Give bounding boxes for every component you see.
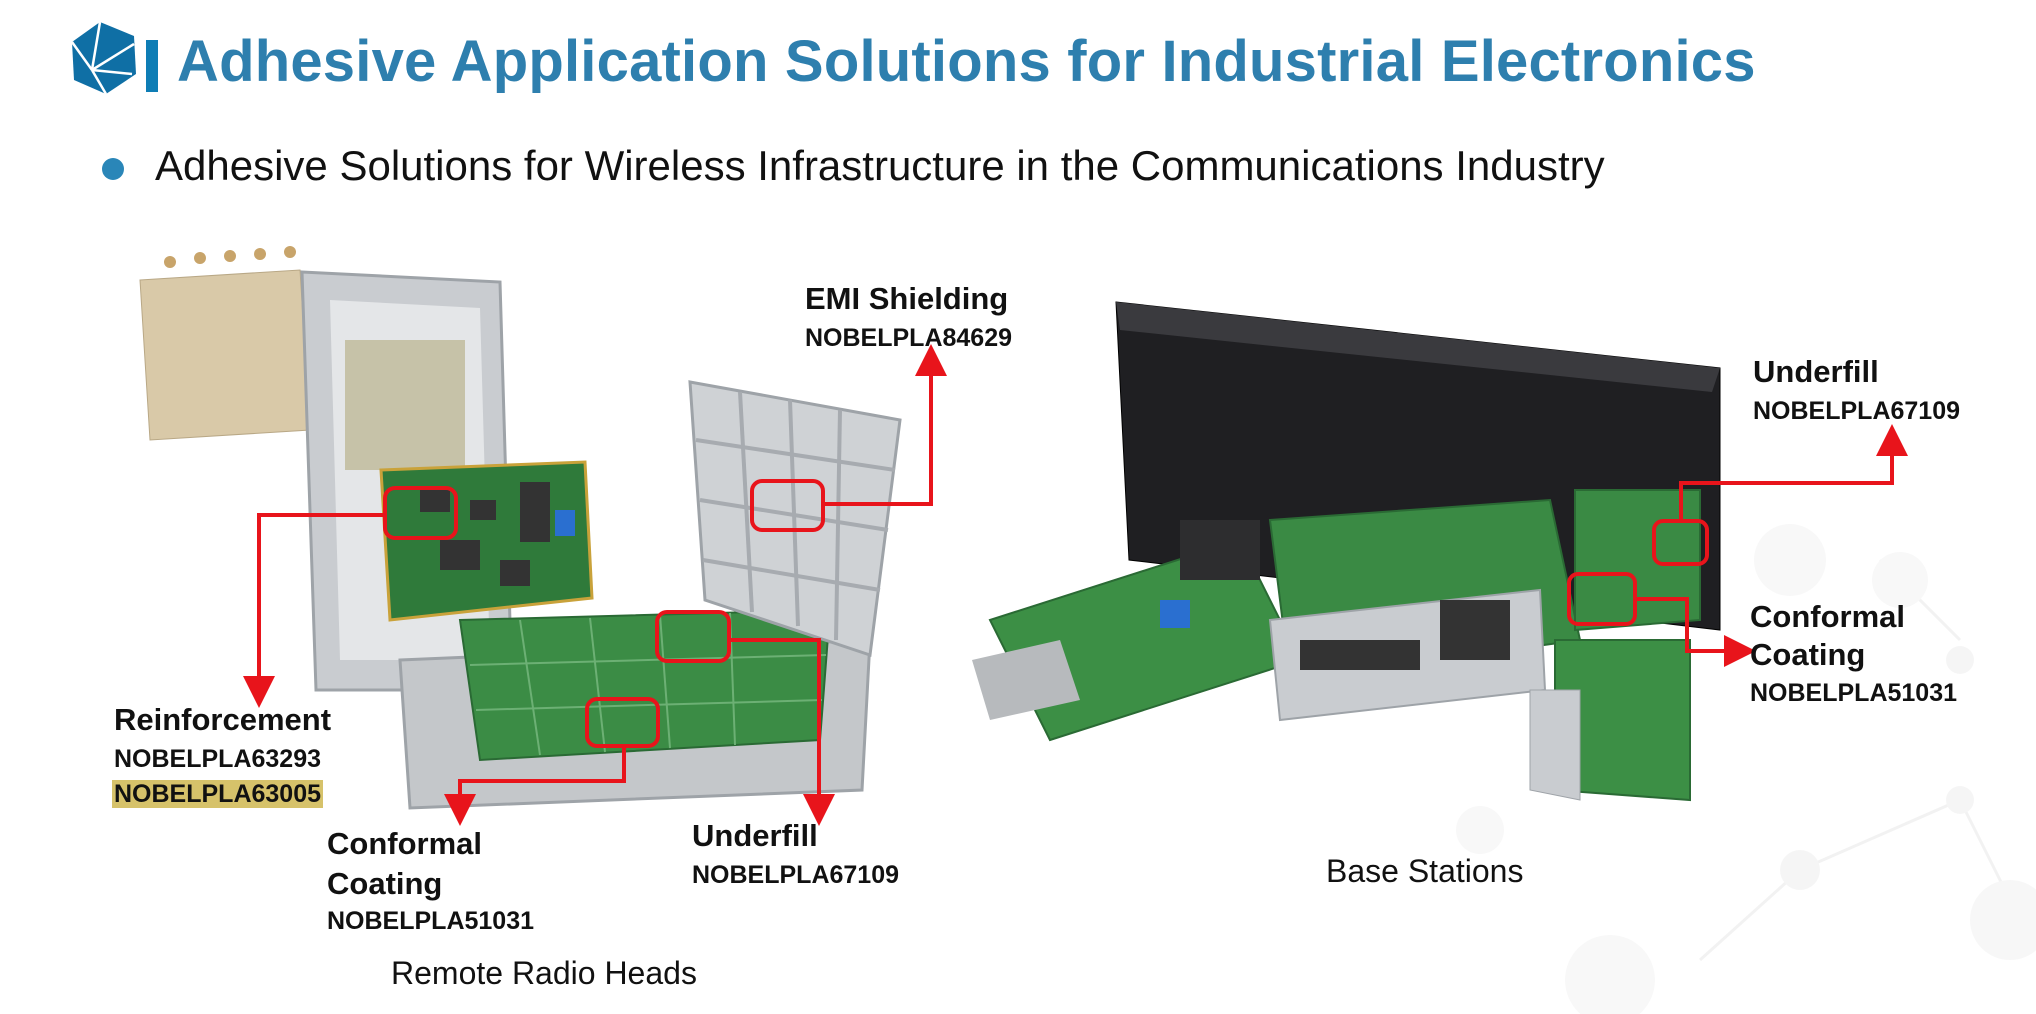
conformal-code: NOBELPLA51031 [327,907,535,935]
page-subtitle: Adhesive Solutions for Wireless Infrastr… [155,142,1605,189]
bs-conformal-label-line2: Coating [1750,637,1866,672]
bs-underfill-arrow [1679,424,1908,521]
base-station-image [972,301,1721,802]
bullet-icon [102,158,124,180]
title-divider-bar [146,40,158,92]
hexagon-logo-icon [70,21,136,95]
base-stations-caption: Base Stations [1326,853,1524,889]
conformal-label-line2: Coating [327,866,443,901]
reinforcement-label: Reinforcement [114,702,332,737]
reinforcement-code-2-highlighted: NOBELPLA63005 [112,780,324,808]
conformal-arrow [444,746,626,826]
molecule-background-decoration [1456,524,2036,1014]
underfill-code: NOBELPLA67109 [692,861,900,889]
reinforcement-code-2-wrap: NOBELPLA63005 [112,778,324,810]
underfill-arrow [729,638,835,826]
bs-underfill-code: NOBELPLA67109 [1753,397,1961,425]
reinforcement-arrow [243,513,385,708]
remote-radio-head-image [139,246,902,810]
emi-arrow [823,344,947,506]
bs-conformal-code: NOBELPLA51031 [1750,679,1958,707]
conformal-label-line1: Conformal [327,826,482,861]
bs-underfill-label: Underfill [1753,354,1879,389]
reinforcement-code-1: NOBELPLA63293 [114,745,322,773]
bs-conformal-label-line1: Conformal [1750,599,1905,634]
remote-radio-heads-caption: Remote Radio Heads [391,955,697,991]
page-title: Adhesive Application Solutions for Indus… [177,29,1756,94]
emi-label: EMI Shielding [805,281,1009,316]
bs-conformal-arrow [1635,597,1756,667]
underfill-label: Underfill [692,818,818,853]
emi-code: NOBELPLA84629 [805,324,1013,352]
callout-markers [243,344,1908,826]
underfill-highlight-box [655,610,731,663]
